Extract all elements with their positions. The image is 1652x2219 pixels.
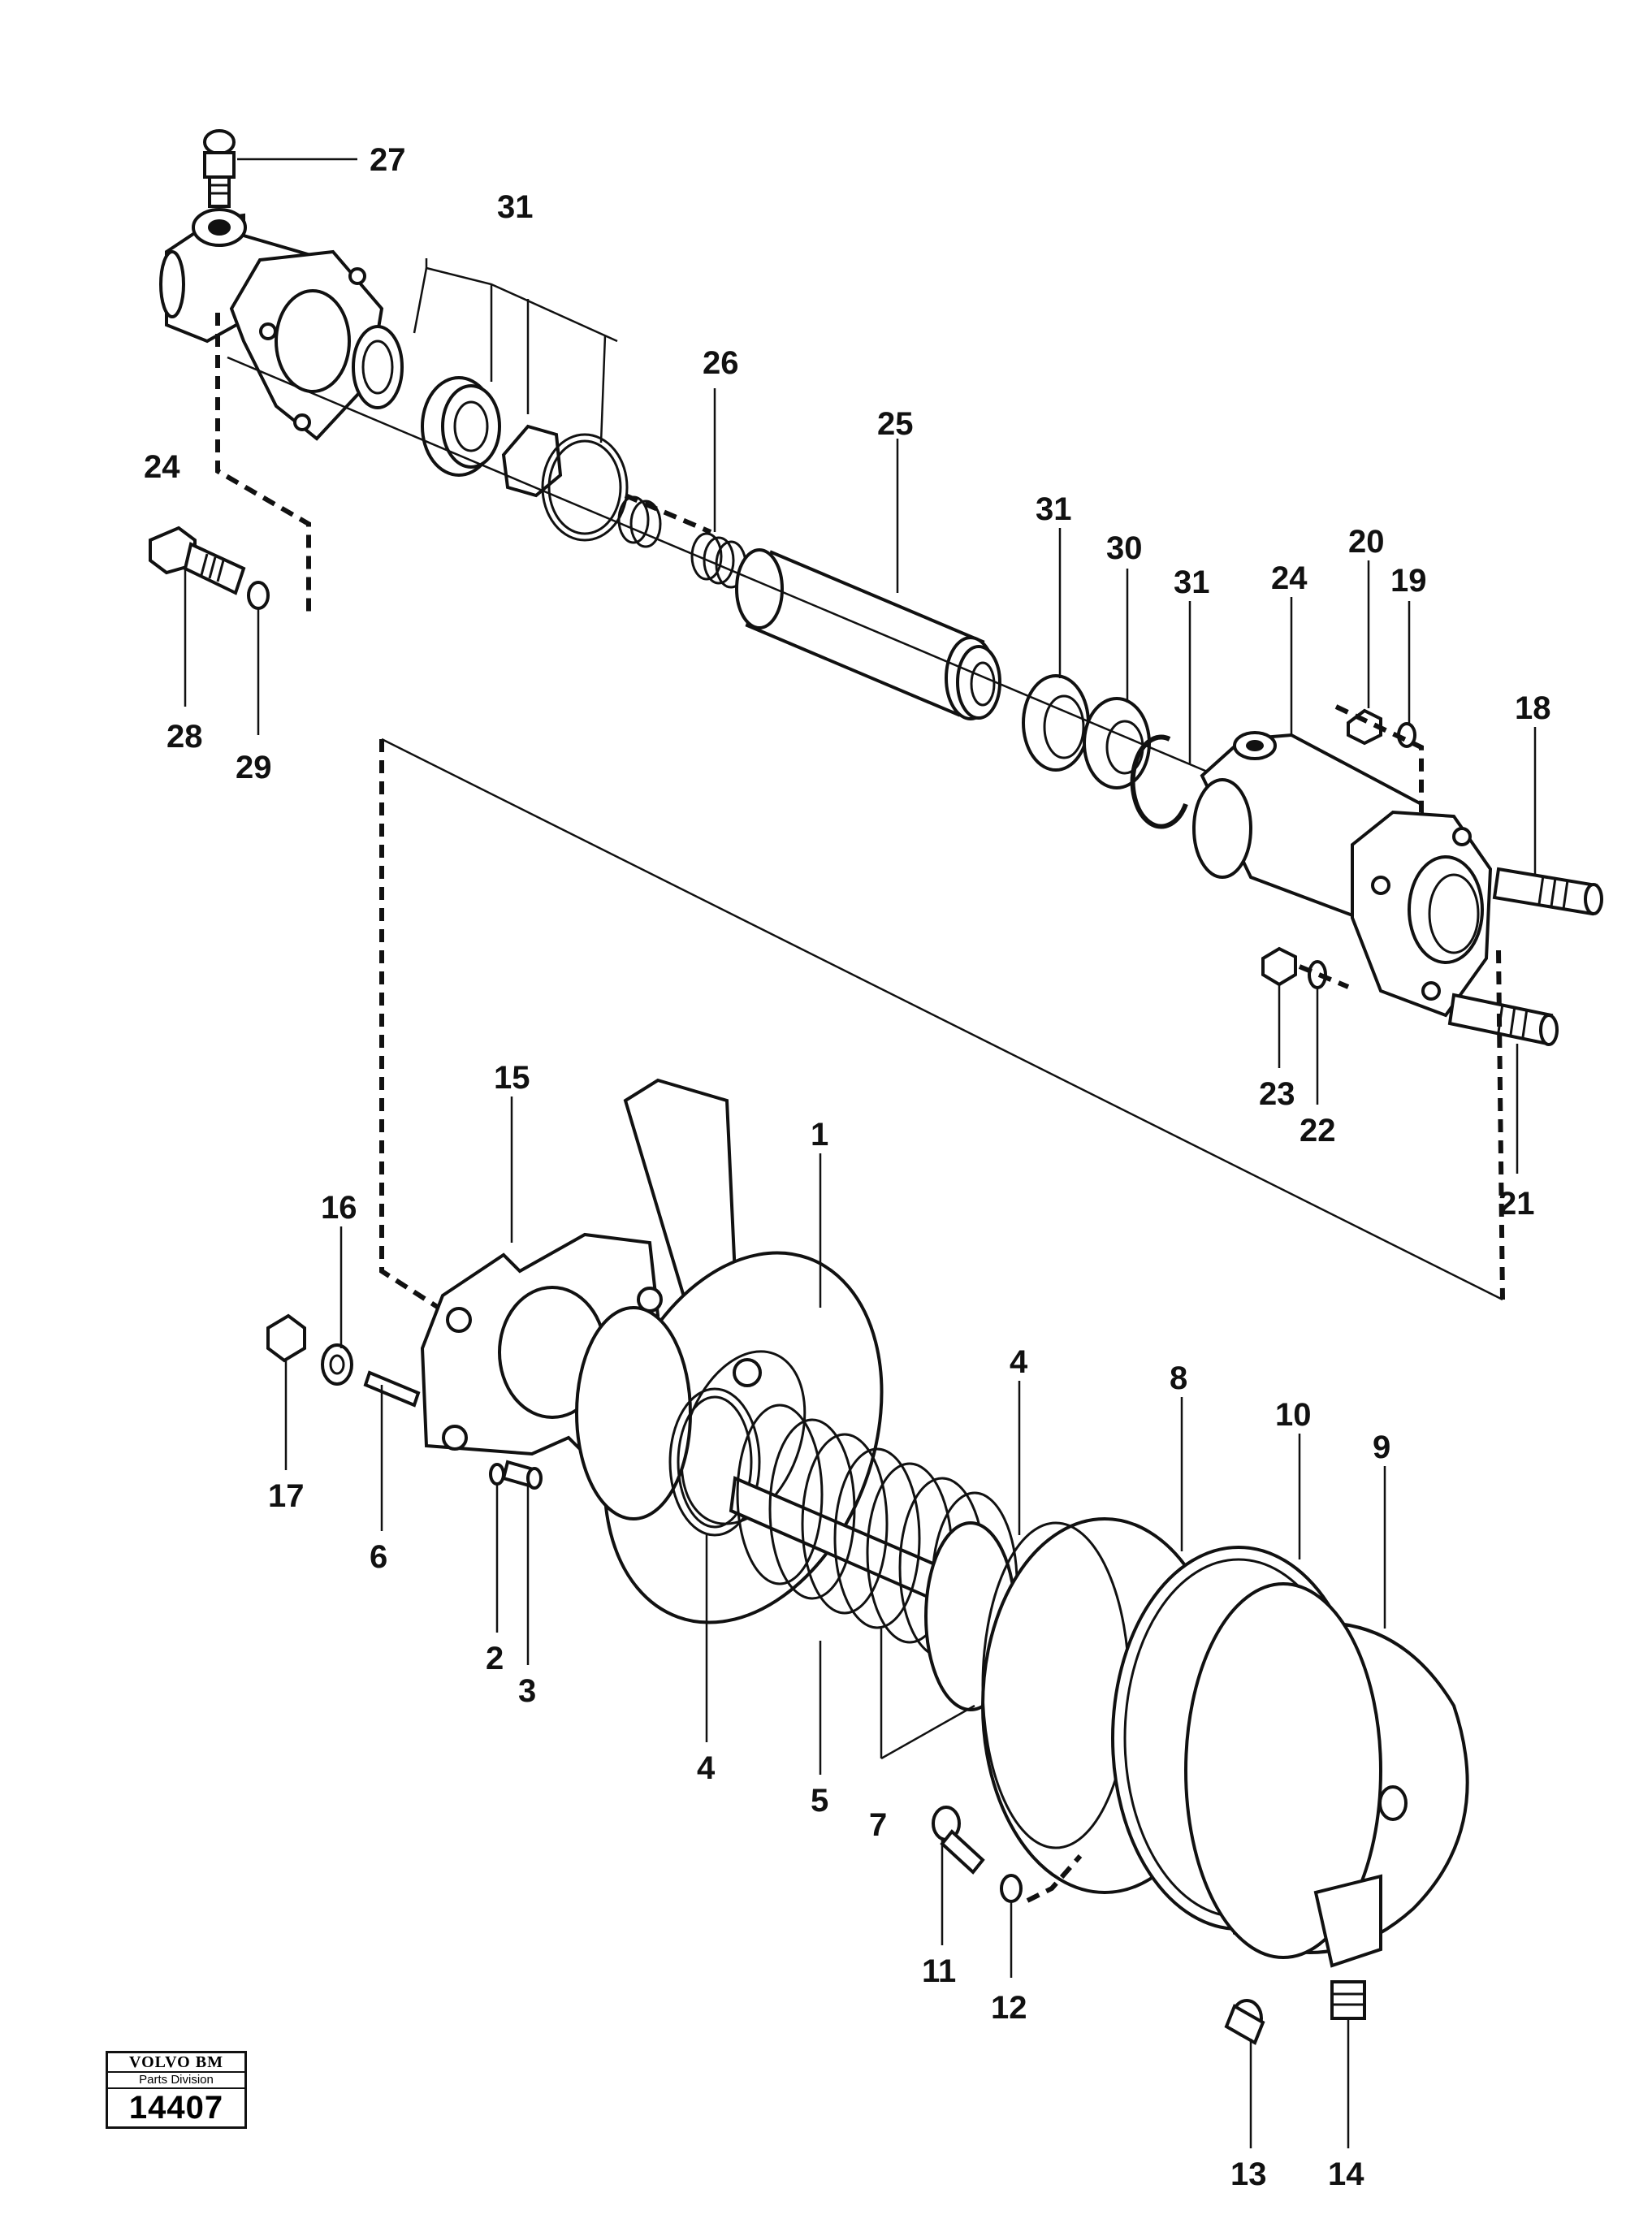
label-12: 12	[991, 1990, 1027, 2026]
nut-17	[266, 1313, 306, 1363]
dashed-path-19	[1334, 704, 1424, 812]
fitting-13	[1224, 1999, 1265, 2045]
leader-7b	[880, 1704, 975, 1760]
diagram-number: 14407	[128, 2090, 224, 2126]
circlip-31-right	[1130, 734, 1188, 829]
axis-line-long	[381, 738, 1503, 1301]
label-30: 30	[1106, 530, 1143, 566]
axis-line-top	[227, 356, 1227, 781]
label-16: 16	[321, 1190, 357, 1226]
label-2: 2	[486, 1641, 504, 1676]
label-28: 28	[166, 719, 203, 755]
bolt-28	[149, 526, 246, 595]
dashed-path-12	[1026, 1854, 1083, 1903]
label-1: 1	[811, 1117, 828, 1153]
label-11: 11	[922, 1953, 956, 1989]
stud-21	[1447, 993, 1559, 1046]
label-18: 18	[1515, 690, 1551, 726]
label-31-right: 31	[1174, 564, 1210, 600]
seal-kit-31-top	[352, 325, 629, 542]
cylinder-housing-left-24	[159, 208, 384, 441]
piston-25	[735, 548, 1001, 720]
label-13: 13	[1230, 2156, 1267, 2192]
label-10: 10	[1275, 1397, 1312, 1433]
washer-12	[1000, 1874, 1023, 1903]
label-23: 23	[1259, 1076, 1295, 1112]
seal-31-mid	[1022, 674, 1090, 772]
label-5: 5	[811, 1783, 828, 1819]
volvo-bm-logo-box: VOLVO BM Parts Division 14407	[106, 2051, 247, 2129]
label-24-right: 24	[1271, 560, 1308, 596]
nut-23	[1261, 946, 1297, 987]
label-9: 9	[1373, 1430, 1390, 1465]
label-17: 17	[268, 1478, 305, 1514]
ring-4-lower	[668, 1387, 761, 1537]
washer-16	[321, 1343, 353, 1386]
label-29: 29	[236, 750, 272, 785]
dashed-connector-right	[1496, 949, 1505, 1300]
label-4-lower: 4	[697, 1750, 716, 1786]
cylinder-housing-right-24	[1192, 731, 1493, 1018]
spring-washers-26	[617, 495, 747, 589]
label-14: 14	[1328, 2156, 1364, 2192]
label-15: 15	[494, 1060, 530, 1096]
pin-6	[363, 1370, 421, 1408]
stud-18	[1492, 867, 1603, 916]
dashed-connector-long	[379, 739, 440, 1310]
label-7: 7	[869, 1807, 887, 1843]
label-22: 22	[1300, 1113, 1336, 1148]
bolt-3	[501, 1460, 543, 1490]
cover-9	[1184, 1582, 1469, 1968]
label-19: 19	[1390, 563, 1427, 599]
screw-11	[932, 1806, 985, 1875]
bracket-31-top	[425, 258, 618, 343]
plug-14	[1330, 1980, 1366, 2020]
label-24-left: 24	[144, 449, 180, 485]
label-8: 8	[1170, 1360, 1187, 1396]
label-26: 26	[703, 345, 739, 381]
label-4-upper: 4	[1010, 1344, 1028, 1380]
label-6: 6	[370, 1539, 387, 1575]
label-27: 27	[370, 142, 406, 178]
label-25: 25	[877, 406, 914, 442]
logo-division: Parts Division	[108, 2073, 244, 2089]
label-31-mid: 31	[1036, 491, 1072, 527]
label-31-top: 31	[497, 189, 534, 225]
label-20: 20	[1348, 524, 1385, 560]
logo-brand: VOLVO BM	[108, 2053, 244, 2073]
washer-2	[489, 1463, 505, 1486]
label-21: 21	[1498, 1186, 1535, 1222]
grease-nipple-27	[203, 129, 236, 208]
label-3: 3	[518, 1673, 536, 1709]
washer-29	[247, 581, 270, 610]
